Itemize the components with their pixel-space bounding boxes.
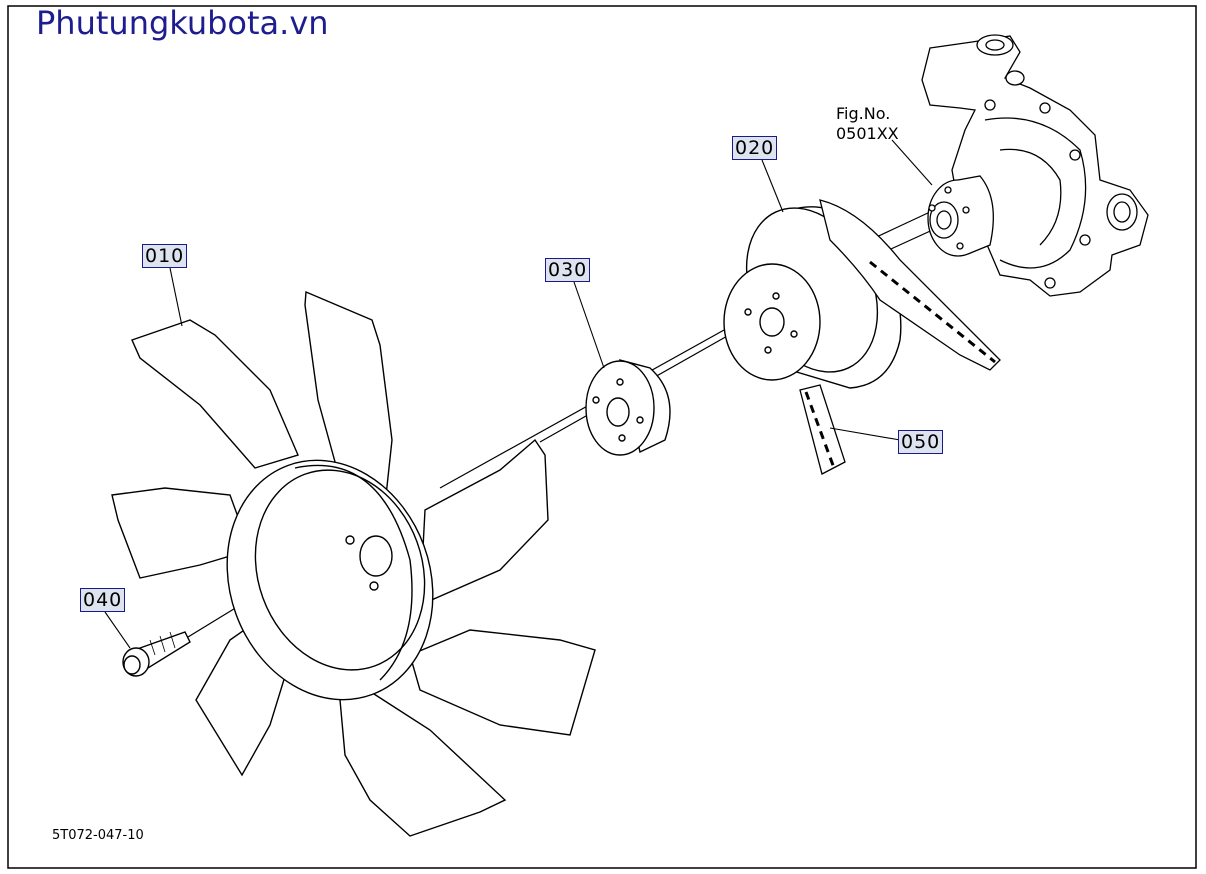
watermark-text: Phutungkubota.vn xyxy=(36,4,329,42)
spacer xyxy=(585,359,671,456)
frame-border xyxy=(7,5,1197,869)
drawing-code: 5T072-047-10 xyxy=(52,828,144,843)
callout-bolt[interactable]: 040 xyxy=(80,588,126,612)
callout-belt[interactable]: 050 xyxy=(898,430,944,454)
figure-reference-number: 0501XX xyxy=(836,124,899,143)
fan xyxy=(111,290,596,837)
figure-reference-label: Fig.No. xyxy=(836,104,891,123)
figure-reference: Fig.No. 0501XX xyxy=(836,104,899,144)
callout-fan[interactable]: 010 xyxy=(142,244,188,268)
bolt xyxy=(122,631,191,677)
belt xyxy=(799,199,1001,475)
water-pump xyxy=(921,34,1149,297)
callout-pulley[interactable]: 020 xyxy=(732,136,778,160)
callout-spacer[interactable]: 030 xyxy=(545,258,591,282)
leader-lines xyxy=(104,139,933,649)
